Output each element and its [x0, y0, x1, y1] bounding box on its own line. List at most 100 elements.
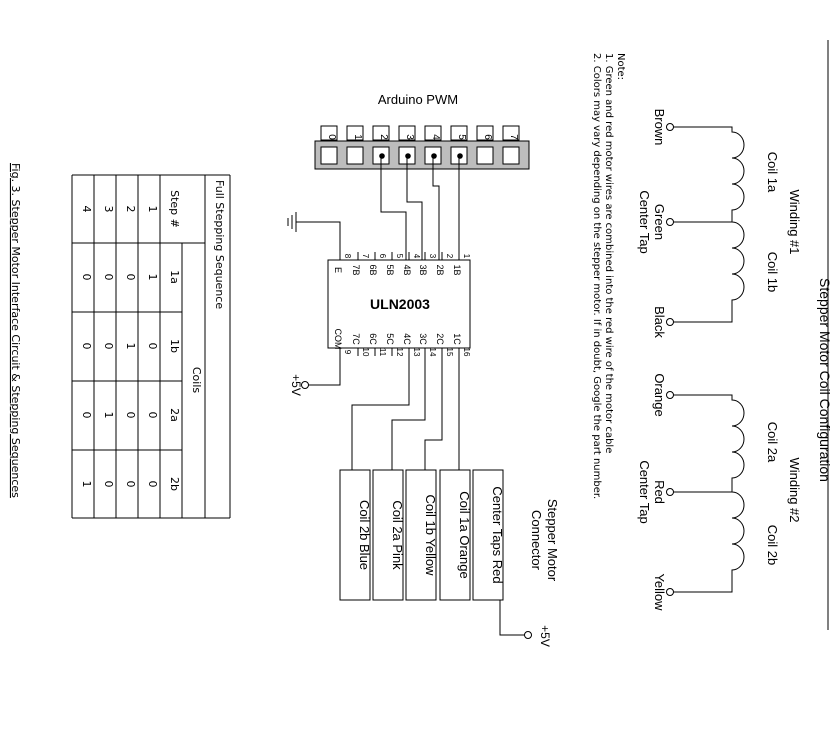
connector-pin-label: Coil 1a Orange [457, 491, 472, 578]
table-cell: 0 [80, 343, 93, 350]
arduino-pin-label-box [320, 125, 338, 141]
table-cell: 2 [124, 206, 137, 213]
uln-output-pin-label: 2C [435, 333, 445, 345]
winding-1-terminal-start [666, 123, 674, 131]
uln-output-pin-number: 16 [462, 348, 471, 357]
winding-2-terminal-end [666, 588, 674, 596]
wire-pin3 [406, 156, 423, 260]
connector-pin-box [339, 469, 371, 601]
uln-input-pin-number: 8 [343, 254, 352, 259]
table-cell: 1 [124, 343, 137, 350]
winding-2-title: Winding #2 [787, 457, 802, 522]
arduino-pin-label-box [450, 125, 468, 141]
connector-pin-label: Coil 2b Blue [357, 500, 372, 570]
table-cell: 0 [146, 412, 159, 419]
connector-pin-box [372, 469, 404, 601]
arduino-pin-dot [405, 153, 411, 159]
winding-2-terminal-tap [666, 488, 674, 496]
winding-1: Winding #1 Coil 1a Coil 1b Brown Green C… [637, 109, 802, 339]
arduino-pin-socket [320, 146, 338, 165]
uln-input-pin-number: 5 [395, 254, 404, 259]
table-cell: 0 [102, 343, 115, 350]
connector-title-1: Stepper Motor [545, 499, 560, 582]
uln-input-pin-label: 1B [452, 264, 462, 275]
connector-pin-box [472, 469, 504, 601]
uln-input-pin-label: 7B [351, 264, 361, 275]
connector-pin-box [405, 469, 437, 601]
connector-pin-label: Coil 2a Pink [390, 500, 405, 570]
uln-input-pin-number: 1 [462, 254, 471, 259]
com-supply-terminal [301, 381, 309, 389]
table-cell: 0 [80, 412, 93, 419]
winding-1-terminal-tap [666, 218, 674, 226]
table-column-header: Step # [168, 190, 181, 228]
table-cell: 0 [124, 274, 137, 281]
table-cell: 1 [146, 206, 159, 213]
notes: Note: 1. Green and red motor wires are c… [591, 53, 626, 499]
wire-orange-label: Orange [652, 373, 667, 416]
coil-config-title: Stepper Motor Coil Configuration [817, 278, 831, 482]
table-cell: 0 [124, 412, 137, 419]
wire-pin4 [432, 156, 440, 260]
uln-output-pin-label: 4C [402, 333, 412, 345]
wire-brown-label: Brown [652, 109, 667, 146]
com-supply: +5V [289, 348, 341, 396]
coil-1b-label: Coil 1b [765, 252, 780, 292]
table-cell: 3 [102, 206, 115, 213]
table-cell: 0 [146, 343, 159, 350]
wire-yellow-label: Yellow [652, 573, 667, 611]
uln-input-pin-label: 5B [385, 264, 395, 275]
uln-output-pin-label: 1C [452, 333, 462, 345]
uln-input-pin-label: E [333, 267, 343, 273]
winding-1-title: Winding #1 [787, 189, 802, 254]
arduino-pin-number: 6 [482, 134, 493, 140]
coil-configuration: Stepper Motor Coil Configuration Winding… [637, 109, 831, 612]
arduino-pin-number: 1 [352, 134, 363, 140]
uln-input-pin-label: 2B [435, 264, 445, 275]
wire-out-2c [424, 348, 443, 470]
uln-output-pin-number: 14 [428, 348, 437, 357]
connector-title-2: Connector [529, 510, 544, 571]
arduino-pin-label-box [372, 125, 390, 141]
coil-2a-label: Coil 2a [765, 422, 780, 463]
connector-pin-label: Coil 1b Yellow [423, 495, 438, 577]
uln2003-chip: ULN2003 11B22B33B44B55B66B77B8E161C152C1… [327, 252, 471, 357]
uln-input-pin-number: 7 [361, 254, 370, 259]
arduino-pin-label-box [346, 125, 364, 141]
wire-red-label: Red [652, 480, 667, 504]
connector-supply-label: +5V [538, 625, 552, 647]
wire-out-4c [351, 348, 410, 470]
uln2003-body [327, 259, 471, 349]
note-line-2: 2. Colors may vary depending on the step… [591, 53, 602, 499]
winding-1-terminal-end [666, 318, 674, 326]
table-cell: 0 [124, 481, 137, 488]
arduino-pin-label-box [502, 125, 520, 141]
stepping-sequence-table: Full Stepping Sequence Coils Step #1a1b2… [71, 174, 231, 519]
uln-input-pin-number: 4 [412, 254, 421, 259]
arduino-pin-number: 0 [326, 134, 337, 140]
arduino-pin-socket [346, 146, 364, 165]
arduino-pin-socket [502, 146, 520, 165]
wire-pin2 [380, 156, 407, 260]
uln-output-pin-label: 3C [418, 333, 428, 345]
uln-input-pin-number: 6 [378, 254, 387, 259]
wire-out-3c [391, 348, 426, 470]
table-cell: 1 [102, 412, 115, 419]
coil-2b-label: Coil 2b [765, 525, 780, 565]
arduino-title: Arduino PWM [378, 92, 458, 107]
table-cell: 4 [80, 206, 93, 213]
table-column-header: 1a [168, 270, 181, 284]
figure-caption: Fig. 3. Stepper Motor Interface Circuit … [9, 163, 22, 498]
arduino-pin-label-box [476, 125, 494, 141]
coil-1a-label: Coil 1a [765, 152, 780, 193]
uln-input-pin-number: 3 [428, 254, 437, 259]
uln-output-pin-number: 10 [361, 348, 370, 357]
uln-pins: 11B22B33B44B55B66B77B8E161C152C143C134C1… [333, 252, 471, 357]
uln-output-pin-label: 7C [351, 333, 361, 345]
arduino-pin-number: 3 [404, 134, 415, 140]
